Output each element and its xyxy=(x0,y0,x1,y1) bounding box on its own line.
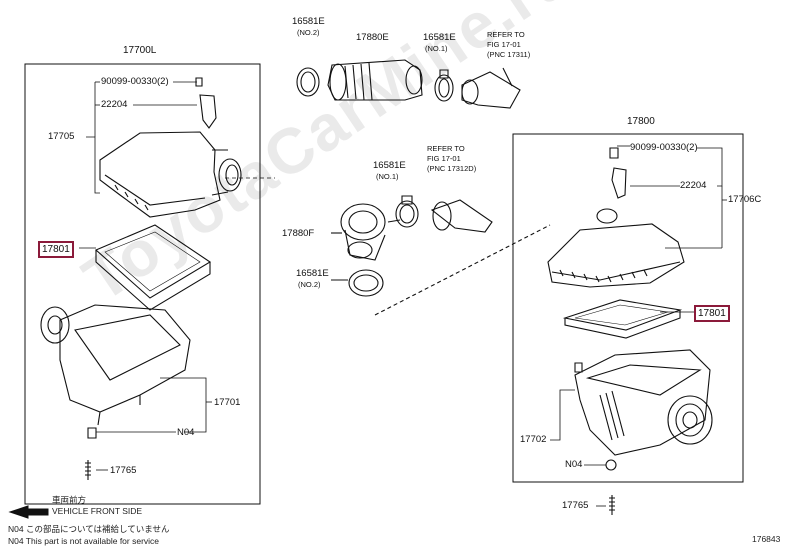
mid-refer-line1: REFER TO xyxy=(427,144,465,153)
hose-mid-label: 17880F xyxy=(282,228,315,239)
left-bolt-label: 90099-00330(2) xyxy=(101,76,169,87)
right-bolt-label: 90099-00330(2) xyxy=(630,142,698,153)
clamp-b-note: (NO.1) xyxy=(425,44,448,53)
right-cap-label: 17706C xyxy=(728,194,762,205)
vehicle-front-en: VEHICLE FRONT SIDE xyxy=(52,506,143,516)
right-filter-element xyxy=(562,299,683,339)
top-hose-assembly xyxy=(296,59,521,109)
left-stud-label: 17765 xyxy=(110,465,137,476)
top-refer-line2[interactable]: FIG 17-01 xyxy=(487,40,521,49)
clamp-d-label: 16581E xyxy=(296,268,329,279)
right-group-title: 17800 xyxy=(627,116,655,127)
left-filter-label[interactable]: 17801 xyxy=(38,241,74,258)
right-nut-label: N04 xyxy=(565,459,583,470)
top-refer-line1: REFER TO xyxy=(487,30,525,39)
right-leader-lines xyxy=(550,145,727,507)
hose-top-label: 17880E xyxy=(356,32,389,43)
left-air-cleaner-cap xyxy=(99,77,242,218)
clamp-c-label: 16581E xyxy=(373,160,406,171)
n04-note-jp: N04 この部品については補給していません xyxy=(8,524,170,534)
middle-hose-assembly xyxy=(331,195,551,316)
vehicle-front-jp: 車両前方 xyxy=(52,495,87,505)
clamp-b-label: 16581E xyxy=(423,32,456,43)
figure-id: 176843 xyxy=(752,534,781,544)
left-nut-label: N04 xyxy=(177,427,195,438)
clamp-a-label: 16581E xyxy=(292,16,325,27)
left-leader-lines xyxy=(79,81,275,471)
left-hose-label: 22204 xyxy=(101,99,128,110)
mid-refer-line3: (PNC 17312D) xyxy=(427,164,477,173)
left-air-cleaner-case xyxy=(40,304,191,480)
top-refer-line3: (PNC 17311) xyxy=(487,50,531,59)
right-air-cleaner-cap xyxy=(547,147,685,288)
left-group-title: 17700L xyxy=(123,45,157,56)
right-hose-label: 22204 xyxy=(680,180,707,191)
left-filter-element xyxy=(94,224,212,311)
vehicle-front-arrow xyxy=(8,505,49,519)
right-group-frame xyxy=(512,133,744,483)
right-case-label: 17702 xyxy=(520,434,547,445)
clamp-d-note: (NO.2) xyxy=(298,280,321,289)
right-stud-label: 17765 xyxy=(562,500,589,511)
left-group-frame xyxy=(24,63,261,505)
right-air-cleaner-case xyxy=(574,349,713,515)
left-cap-label: 17705 xyxy=(48,131,75,142)
right-filter-label[interactable]: 17801 xyxy=(694,305,730,322)
clamp-c-note: (NO.1) xyxy=(376,172,399,181)
mid-refer-line2[interactable]: FIG 17-01 xyxy=(427,154,461,163)
clamp-a-note: (NO.2) xyxy=(297,28,320,37)
n04-note-en: N04 This part is not available for servi… xyxy=(8,536,160,546)
left-case-label: 17701 xyxy=(214,397,241,408)
